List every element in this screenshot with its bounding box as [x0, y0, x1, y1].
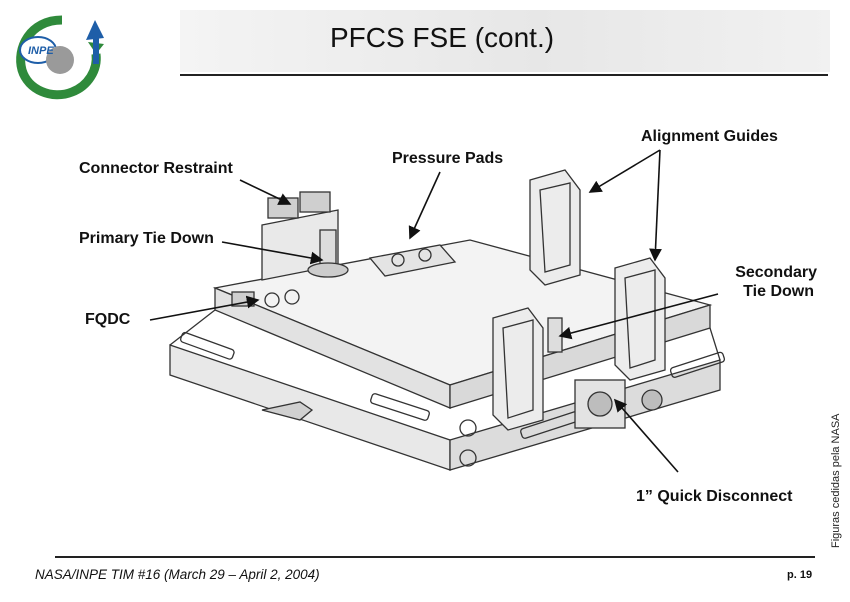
- equipment-drawing: [169, 169, 726, 471]
- leader-lines: [149, 149, 719, 473]
- page-number: p. 19: [787, 569, 813, 581]
- logo-text: INPE: [28, 45, 54, 57]
- label-primary-tie-down: Primary Tie Down: [79, 230, 214, 247]
- label-secondary-tie-down-line2: Tie Down: [743, 283, 814, 300]
- label-quick-disconnect: 1” Quick Disconnect: [636, 488, 793, 505]
- slide-title: PFCS FSE (cont.): [330, 22, 555, 53]
- footer-meeting: NASA/INPE TIM #16 (March 29 – April 2, 2…: [35, 567, 320, 582]
- inpe-logo-icon: [16, 15, 104, 100]
- label-connector-restraint: Connector Restraint: [79, 160, 233, 177]
- image-credit: Figuras cedidas pela NASA: [830, 413, 842, 548]
- label-fqdc: FQDC: [85, 311, 131, 328]
- label-secondary-tie-down-line1: Secondary: [735, 264, 817, 281]
- footer-rule: [55, 556, 815, 558]
- label-alignment-guides: Alignment Guides: [641, 128, 778, 145]
- label-pressure-pads: Pressure Pads: [392, 150, 504, 167]
- header-background: [180, 10, 830, 72]
- header-rule: [180, 74, 828, 76]
